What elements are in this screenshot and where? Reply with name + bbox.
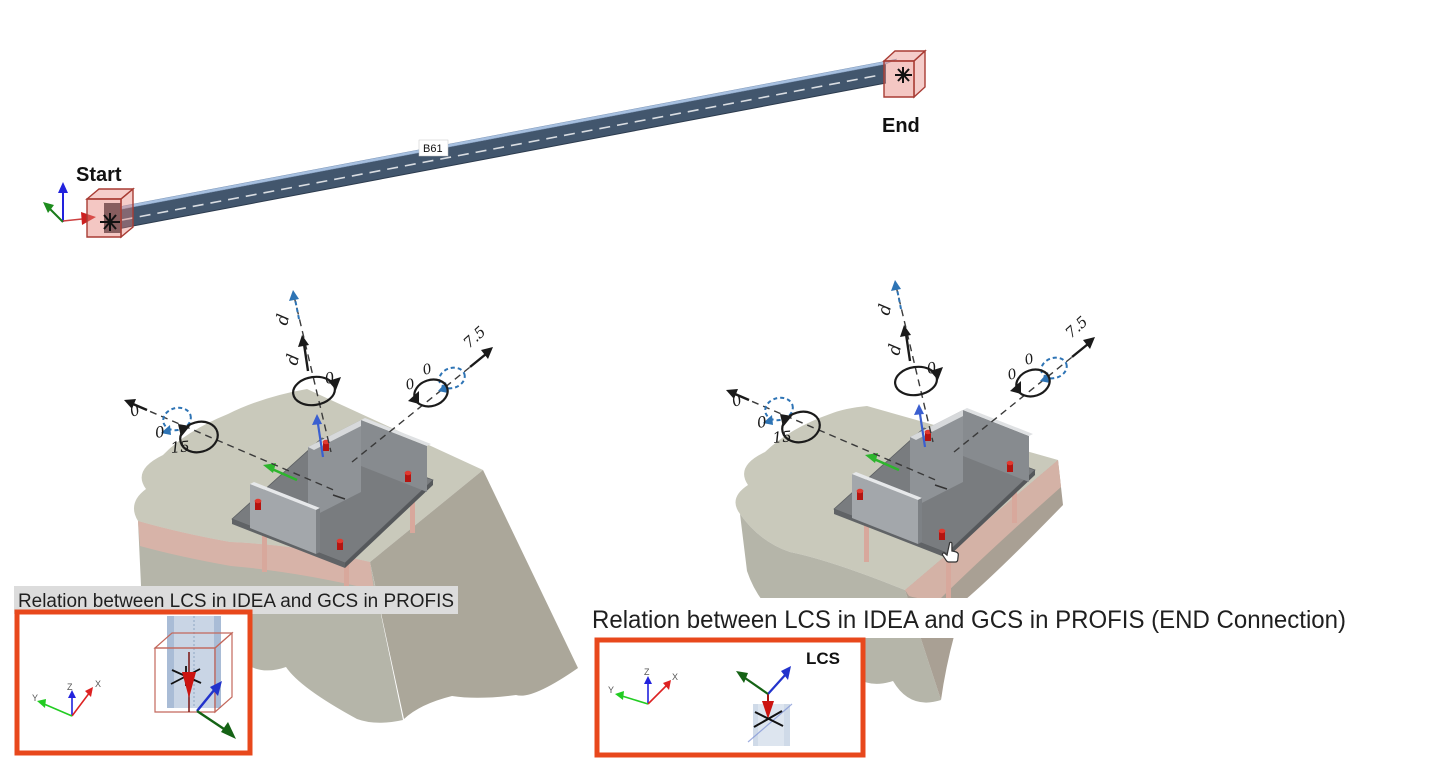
gcs-triad-icon: Z X Y [32, 679, 101, 717]
end-node-box [882, 49, 927, 99]
asterisk-node-marker [895, 67, 912, 83]
rotation-label: d [282, 352, 304, 367]
start-node-box [85, 187, 135, 239]
gcs-y-label: Y [608, 685, 614, 695]
rotation-label: d [874, 302, 896, 317]
caption-left-text: Relation between LCS in IDEA and GCS in … [18, 591, 454, 612]
column-stub [167, 616, 221, 708]
lcs-x-arrow [221, 722, 236, 739]
beam-3d-viewport[interactable]: Start End B61 [43, 49, 927, 239]
grout-band [138, 521, 374, 590]
lcs-y-arrow [210, 681, 222, 696]
caption-right: Relation between LCS in IDEA and GCS in … [588, 598, 1366, 638]
rotation-label: 15 [772, 427, 793, 447]
rotation-label: 0 [925, 358, 939, 378]
asterisk-node-marker [100, 213, 120, 231]
rotation-label: 0 [756, 412, 769, 431]
rotation-label: 0 [729, 390, 745, 410]
lcs-x-arrow [736, 671, 748, 683]
lcs-y-arrow [781, 666, 791, 680]
end-label: End [882, 115, 920, 137]
rotation-label: 0 [404, 376, 417, 394]
beam-top-face [111, 58, 898, 212]
gcs-z-label: Z [67, 682, 73, 692]
gcs-x-label: X [95, 679, 101, 689]
grout-band [905, 460, 1061, 599]
caption-left: Relation between LCS in IDEA and GCS in … [14, 586, 458, 614]
rotation-label: 7.5 [460, 323, 490, 352]
gcs-z-label: Z [644, 667, 650, 677]
rotation-label: d [884, 342, 906, 357]
rotation-label: 0 [154, 422, 167, 441]
rotation-label: 0 [1023, 351, 1036, 369]
rotation-label: 15 [170, 437, 191, 457]
end-connection-3d-viewport[interactable]: d d 0 0 0 15 7.5 0 0 [724, 278, 1097, 703]
rotation-label: 7.5 [1062, 313, 1092, 342]
rotation-label: 0 [1006, 366, 1019, 384]
beam-id-label: B61 [423, 143, 443, 155]
caption-right-text: Relation between LCS in IDEA and GCS in … [592, 606, 1346, 634]
rotation-label: 0 [421, 361, 434, 379]
beam-side-face [112, 64, 886, 230]
rotation-label: 0 [127, 400, 143, 420]
hand-pointer-icon [941, 541, 959, 563]
start-label: Start [76, 164, 122, 186]
inset-lcs-gcs-end: LCS Z X Y [594, 637, 866, 758]
gcs-triad-icon [43, 182, 96, 225]
lcs-z-arrow [762, 701, 774, 719]
gcs-x-label: X [672, 672, 678, 682]
inset-lcs-gcs-start: Z X Y [14, 609, 253, 756]
gcs-y-label: Y [32, 693, 38, 703]
beam-centerline [121, 74, 881, 221]
start-connection-3d-viewport[interactable]: d d 0 0 0 15 7.5 0 0 [122, 288, 578, 723]
lcs-label: LCS [806, 649, 840, 668]
lcs-z-arrow [182, 672, 196, 698]
gcs-triad-icon: Z X Y [608, 667, 678, 705]
asterisk-node-marker [753, 710, 784, 728]
rotation-label: 0 [323, 368, 337, 388]
rotation-label: d [272, 312, 294, 327]
